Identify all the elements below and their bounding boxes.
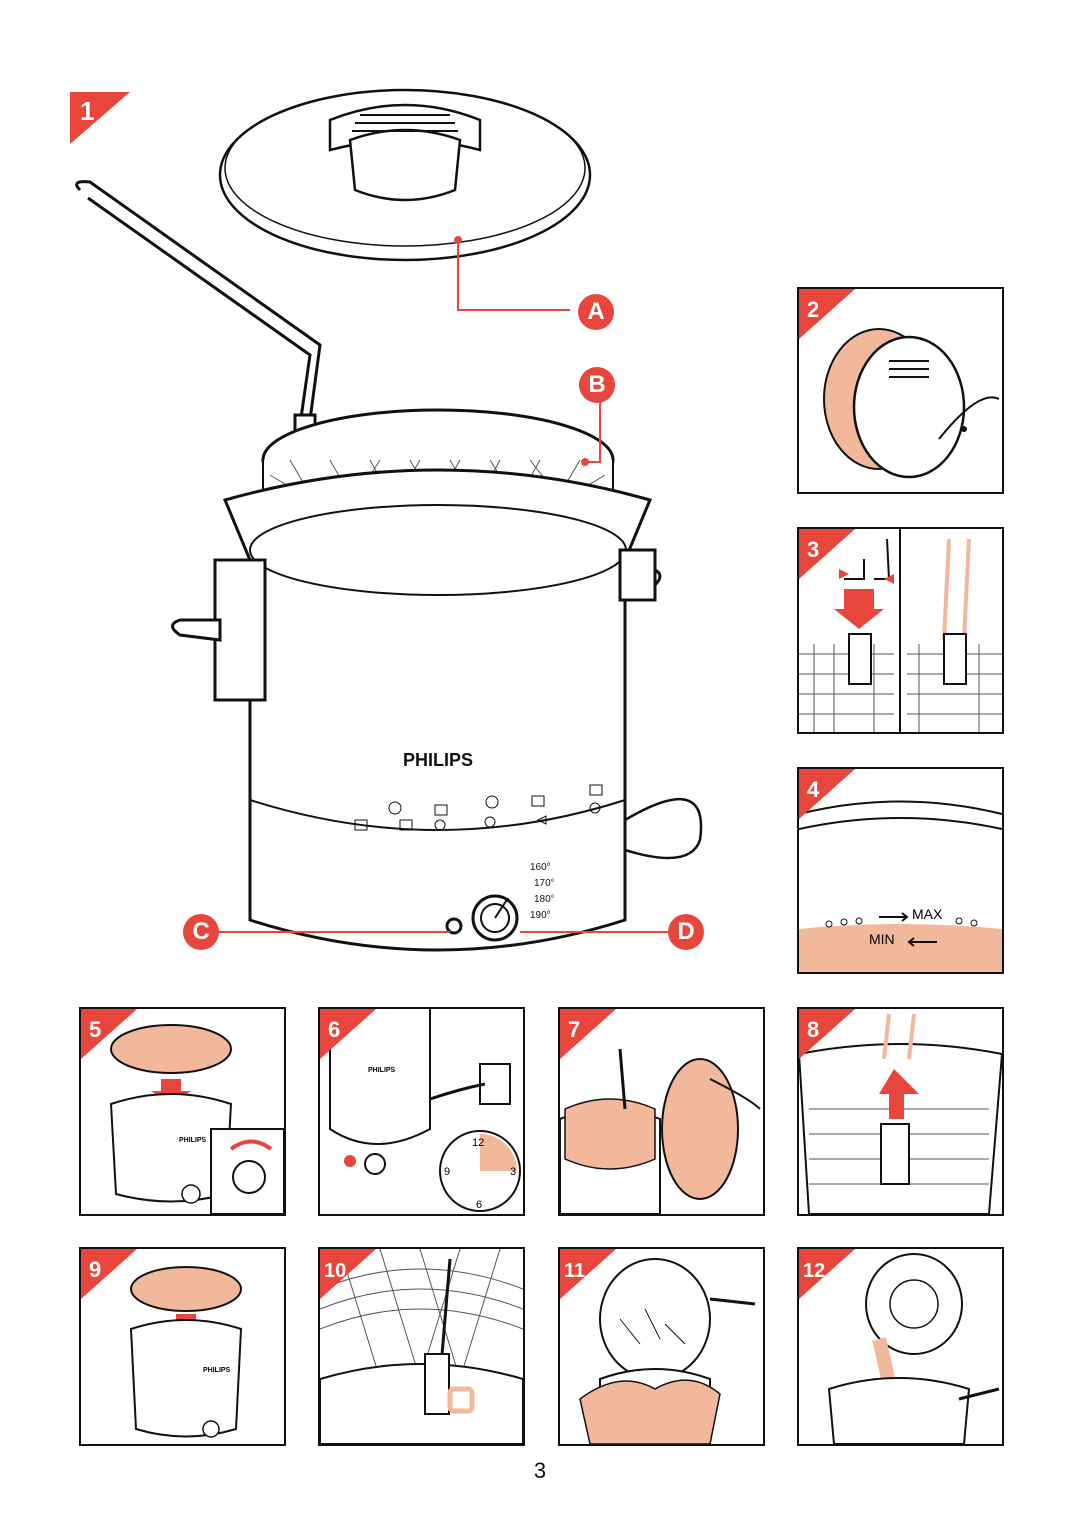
step-4-number: 4 xyxy=(807,777,820,802)
dial-temp-160: 160° xyxy=(530,862,551,873)
step-8-number: 8 xyxy=(807,1017,819,1042)
step-5-marker: 5 xyxy=(81,1009,141,1066)
step-panel-6: PHILIPS 12 3 6 9 6 xyxy=(318,1007,525,1216)
food-icon-strip xyxy=(354,784,603,831)
page-number: 3 xyxy=(533,1458,547,1483)
step-panel-11: 11 xyxy=(558,1247,765,1446)
step-panel-12: 12 xyxy=(797,1247,1004,1446)
lift-handle-illustration xyxy=(799,1013,1002,1214)
step-panel-2: 2 xyxy=(797,287,1004,494)
step-4-marker: 4 xyxy=(799,769,859,826)
step-10-marker: 10 xyxy=(320,1249,380,1306)
min-label: MIN xyxy=(869,931,895,947)
step-panel-10: 10 xyxy=(318,1247,525,1446)
step-panel-5: PHILIPS 5 xyxy=(79,1007,286,1216)
step-10-number: 10 xyxy=(324,1260,346,1282)
step-6-marker: 6 xyxy=(320,1009,380,1066)
step-panel-7: 7 xyxy=(558,1007,765,1216)
callout-a: A xyxy=(578,294,614,330)
callout-a-line xyxy=(454,236,570,311)
step-1-marker: 1 xyxy=(70,92,130,144)
dial-temp-170: 170° xyxy=(534,878,555,889)
step-12-marker: 12 xyxy=(799,1249,859,1306)
step-3-number: 3 xyxy=(807,537,819,562)
step-11-marker: 11 xyxy=(560,1249,620,1306)
brand-logo-text: PHILIPS xyxy=(403,750,473,770)
clock-number-3: 3 xyxy=(510,1166,517,1178)
basket-raised-illustration xyxy=(320,1249,523,1444)
step-3-marker: 3 xyxy=(799,529,859,586)
handle-attach-illustration xyxy=(799,529,1002,732)
plug-in-illustration xyxy=(329,1009,521,1212)
step-panel-9: PHILIPS 9 xyxy=(79,1247,286,1446)
pour-oil-illustration xyxy=(827,1253,1000,1444)
step-2-number: 2 xyxy=(807,297,819,322)
step-5-number: 5 xyxy=(89,1017,101,1042)
step-7-marker: 7 xyxy=(560,1009,620,1066)
clock-number-12: 12 xyxy=(472,1137,485,1149)
panel-6-brand: PHILIPS xyxy=(368,1067,396,1074)
callout-d: D xyxy=(668,914,704,950)
figure-1: 1 xyxy=(60,80,780,980)
drain-food-illustration xyxy=(579,1258,756,1444)
lid-illustration xyxy=(218,88,592,262)
step-panel-3: 3 xyxy=(797,527,1004,734)
oil-level-illustration xyxy=(799,800,1002,972)
step-7-number: 7 xyxy=(568,1017,580,1042)
clock-number-9: 9 xyxy=(444,1166,451,1178)
lid-and-dial-illustration xyxy=(109,1024,284,1214)
step-1-number: 1 xyxy=(80,96,94,126)
step-12-number: 12 xyxy=(803,1260,825,1282)
callout-b-line xyxy=(581,385,601,466)
step-6-number: 6 xyxy=(328,1017,340,1042)
step-9-number: 9 xyxy=(89,1257,101,1282)
panel-9-brand: PHILIPS xyxy=(203,1367,231,1374)
fryer-illustration: 1 xyxy=(70,88,703,952)
fryer-body-illustration xyxy=(171,468,703,952)
panel-5-brand: PHILIPS xyxy=(179,1137,207,1144)
step-panel-4: MAX MIN 4 xyxy=(797,767,1004,974)
step-2-marker: 2 xyxy=(799,289,859,346)
dial-temperature-labels: 160° 170° 180° 190° xyxy=(530,862,555,921)
dial-temp-190: 190° xyxy=(530,910,551,921)
step-9-marker: 9 xyxy=(81,1249,141,1306)
lower-basket-illustration xyxy=(560,1048,761,1214)
step-8-marker: 8 xyxy=(799,1009,859,1066)
clock-number-6: 6 xyxy=(476,1199,483,1211)
filter-cover-illustration xyxy=(823,328,1000,479)
max-label: MAX xyxy=(912,906,943,922)
close-lid-illustration xyxy=(129,1266,243,1438)
dial-temp-180: 180° xyxy=(534,894,555,905)
step-11-number: 11 xyxy=(564,1260,585,1282)
step-panel-8: 8 xyxy=(797,1007,1004,1216)
callout-b: B xyxy=(579,367,615,403)
callout-c: C xyxy=(183,914,219,950)
